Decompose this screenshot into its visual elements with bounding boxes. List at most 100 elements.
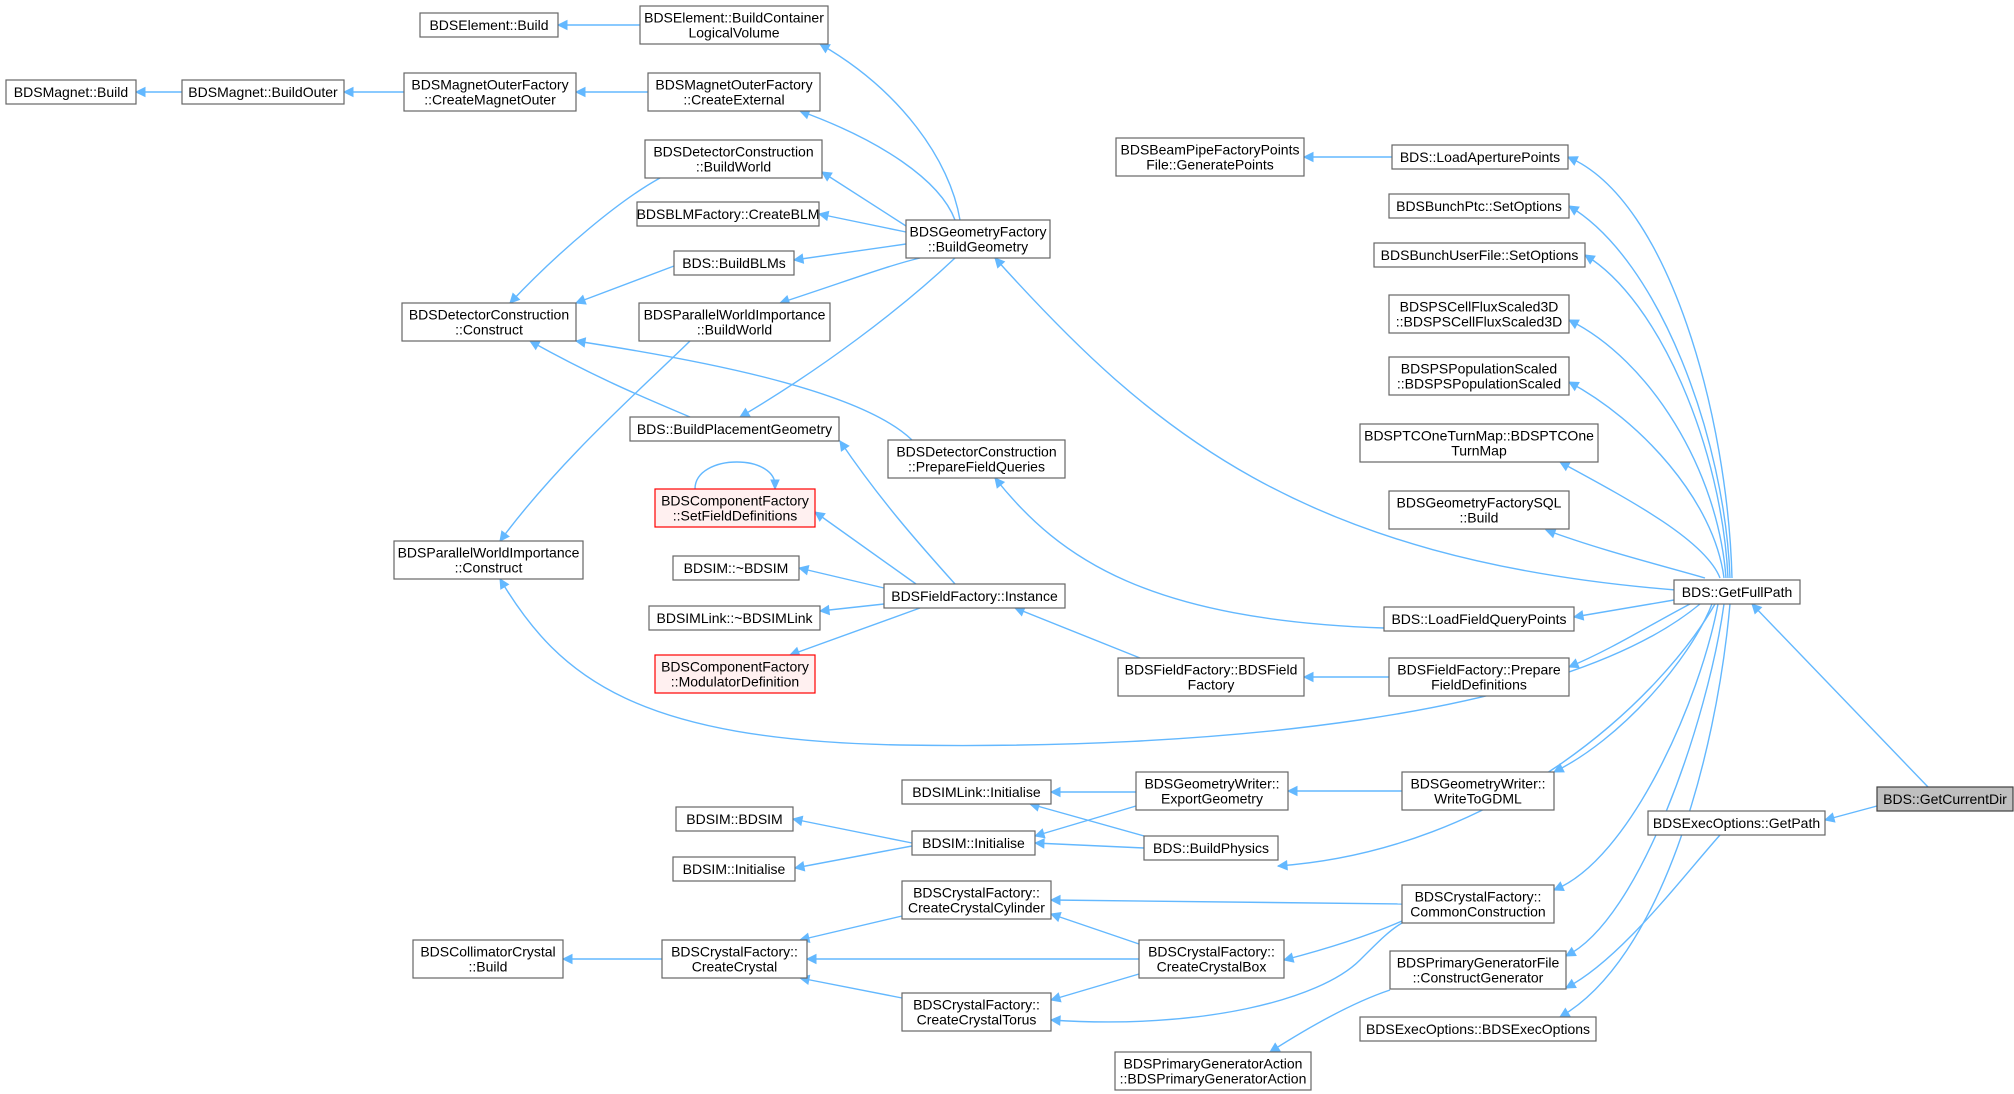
node-preparefieldqueries[interactable]: BDSDetectorConstruction::PrepareFieldQue… (887, 439, 1066, 479)
node-beampipepoints[interactable]: BDSBeamPipeFactoryPointsFile::GeneratePo… (1115, 137, 1305, 177)
call-edge-bdsim_ctor-to-bdsim_init2 (792, 818, 913, 844)
arrowhead-icon (574, 337, 587, 348)
node-constructgenerator[interactable]: BDSPrimaryGeneratorFile::ConstructGenera… (1389, 950, 1567, 990)
node-createcylinder[interactable]: BDSCrystalFactory::CreateCrystalCylinder (901, 880, 1052, 920)
node-fieldfactory_instance[interactable]: BDSFieldFactory::Instance (883, 583, 1066, 609)
node-getfullpath[interactable]: BDS::GetFullPath (1673, 579, 1801, 605)
node-buildgeometry[interactable]: BDSGeometryFactory::BuildGeometry (905, 219, 1051, 259)
node-pwi_construct[interactable]: BDSParallelWorldImportance::Construct (393, 540, 584, 580)
node-box (905, 219, 1051, 259)
node-buildblms[interactable]: BDS::BuildBLMs (673, 250, 795, 276)
node-element_build[interactable]: BDSElement::Build (419, 12, 559, 38)
node-detcon_buildworld[interactable]: BDSDetectorConstruction::BuildWorld (644, 139, 823, 179)
node-label: CreateCrystalCylinder (908, 900, 1045, 916)
node-bdsimlink_dtor[interactable]: BDSIMLink::~BDSIMLink (648, 605, 821, 631)
node-blm_createblm[interactable]: BDSBLMFactory::CreateBLM (636, 201, 820, 227)
node-bdsim_ctor[interactable]: BDSIM::BDSIM (675, 806, 794, 832)
node-box (636, 201, 820, 227)
node-createcrystal[interactable]: BDSCrystalFactory::CreateCrystal (661, 939, 808, 979)
node-magnet_build[interactable]: BDSMagnet::Build (5, 79, 137, 105)
call-edge-constructgenerator-to-getfullpath (1565, 603, 1725, 957)
node-label: BDS::LoadFieldQueryPoints (1391, 611, 1566, 627)
arrowhead-icon (1286, 785, 1298, 797)
node-geomsql[interactable]: BDSGeometryFactorySQL::Build (1388, 490, 1570, 530)
node-label: BDSExecOptions::BDSExecOptions (1366, 1021, 1590, 1037)
node-magnet_buildouter[interactable]: BDSMagnet::BuildOuter (181, 79, 345, 105)
node-detcon_construct[interactable]: BDSDetectorConstruction::Construct (401, 302, 577, 342)
node-box (638, 302, 831, 342)
node-label: BDSBLMFactory::CreateBLM (637, 206, 820, 222)
node-collimatorcrystal[interactable]: BDSCollimatorCrystal::Build (412, 939, 564, 979)
arrowhead-icon (1049, 992, 1062, 1003)
arrowhead-icon (1568, 319, 1580, 330)
node-createbox[interactable]: BDSCrystalFactory::CreateCrystalBox (1138, 939, 1285, 979)
call-edge-buildplacement-to-fieldfactory_instance (839, 440, 956, 585)
node-bdsim_dtor[interactable]: BDSIM::~BDSIM (672, 555, 800, 581)
call-edge-modulatordef-to-fieldfactory_instance (789, 607, 921, 656)
node-commonconstruction[interactable]: BDSCrystalFactory::CommonConstruction (1401, 884, 1555, 924)
arrowhead-icon (792, 253, 805, 264)
node-pscellflux[interactable]: BDSPSCellFluxScaled3D::BDSPSCellFluxScal… (1388, 294, 1570, 334)
node-box (672, 555, 800, 581)
node-label: BDSIMLink::~BDSIMLink (657, 610, 814, 626)
node-ptconeturn[interactable]: BDSPTCOneTurnMap::BDSPTCOneTurnMap (1359, 423, 1599, 463)
node-modulatordef[interactable]: BDSComponentFactory::ModulatorDefinition (654, 654, 816, 694)
node-bdsimlink_init[interactable]: BDSIMLink::Initialise (901, 779, 1052, 805)
arrowhead-icon (509, 292, 521, 304)
call-edge-commonconstruction-to-getfullpath (1553, 603, 1719, 891)
node-box (1673, 579, 1801, 605)
node-label: ::BDSPrimaryGeneratorAction (1120, 1071, 1307, 1087)
call-edge-bdsimlink_init-to-buildphysics (1029, 803, 1145, 837)
arrowhead-icon (1033, 838, 1045, 849)
node-pspop[interactable]: BDSPSPopulationScaled::BDSPSPopulationSc… (1388, 356, 1570, 396)
node-fieldfactory_ctor[interactable]: BDSFieldFactory::BDSFieldFactory (1117, 657, 1305, 697)
call-edge-loadfieldquery-to-getfullpath (1573, 599, 1675, 618)
node-buildplacement[interactable]: BDS::BuildPlacementGeometry (629, 416, 840, 442)
node-primarygenaction[interactable]: BDSPrimaryGeneratorAction::BDSPrimaryGen… (1114, 1051, 1312, 1091)
node-buildphysics[interactable]: BDS::BuildPhysics (1143, 835, 1279, 861)
node-exportgeometry[interactable]: BDSGeometryWriter::ExportGeometry (1135, 771, 1289, 811)
node-label: ::BuildWorld (697, 322, 772, 338)
call-edge-createexternal-to-buildgeometry (799, 110, 956, 221)
node-setfielddefs[interactable]: BDSComponentFactory::SetFieldDefinitions (654, 488, 816, 528)
node-box (883, 583, 1066, 609)
arrowhead-icon (1033, 828, 1046, 839)
node-createexternal[interactable]: BDSMagnetOuterFactory::CreateExternal (647, 72, 821, 112)
arrowhead-icon (1276, 859, 1288, 871)
node-execopt_getpath[interactable]: BDSExecOptions::GetPath (1647, 810, 1826, 836)
node-writetogdml[interactable]: BDSGeometryWriter::WriteToGDML (1401, 771, 1555, 811)
node-box (1388, 356, 1570, 396)
node-bdsim_init2[interactable]: BDSIM::Initialise (911, 830, 1036, 856)
node-bdsim_init1[interactable]: BDSIM::Initialise (672, 856, 796, 882)
arrowhead-icon (499, 530, 510, 542)
arrowhead-icon (1269, 1042, 1281, 1053)
arrowhead-icon (814, 511, 826, 522)
node-pwi_buildworld[interactable]: BDSParallelWorldImportance::BuildWorld (638, 302, 831, 342)
node-bunchuser[interactable]: BDSBunchUserFile::SetOptions (1373, 242, 1586, 268)
arrowhead-icon (1049, 912, 1062, 923)
node-label: ::Construct (455, 560, 523, 576)
arrowhead-icon (1049, 786, 1061, 798)
node-box (1401, 884, 1555, 924)
node-bunchptc[interactable]: BDSBunchPtc::SetOptions (1388, 193, 1570, 219)
node-execopt_ctor[interactable]: BDSExecOptions::BDSExecOptions (1359, 1016, 1597, 1042)
node-createtorus[interactable]: BDSCrystalFactory::CreateCrystalTorus (901, 992, 1052, 1032)
node-label: BDSCrystalFactory:: (913, 997, 1040, 1013)
node-label: BDSBunchPtc::SetOptions (1396, 198, 1562, 214)
arrowhead-icon (770, 479, 780, 491)
node-getcurrentdir[interactable]: BDS::GetCurrentDir (1876, 786, 2014, 812)
node-loadaperture[interactable]: BDS::LoadAperturePoints (1391, 144, 1569, 170)
node-box (403, 72, 577, 112)
node-createmagnetouter[interactable]: BDSMagnetOuterFactory::CreateMagnetOuter (403, 72, 577, 112)
arrowhead-icon (1572, 610, 1585, 621)
node-loadfieldquery[interactable]: BDS::LoadFieldQueryPoints (1383, 606, 1575, 632)
call-edge-preparefielddefs-to-getfullpath (1568, 603, 1691, 668)
arrowhead-icon (797, 565, 810, 576)
node-box (911, 830, 1036, 856)
node-label: BDS::BuildPhysics (1153, 840, 1269, 856)
node-box (412, 939, 564, 979)
call-edge-geomsql-to-getfullpath (1545, 529, 1706, 579)
node-label: BDSCrystalFactory:: (671, 944, 798, 960)
